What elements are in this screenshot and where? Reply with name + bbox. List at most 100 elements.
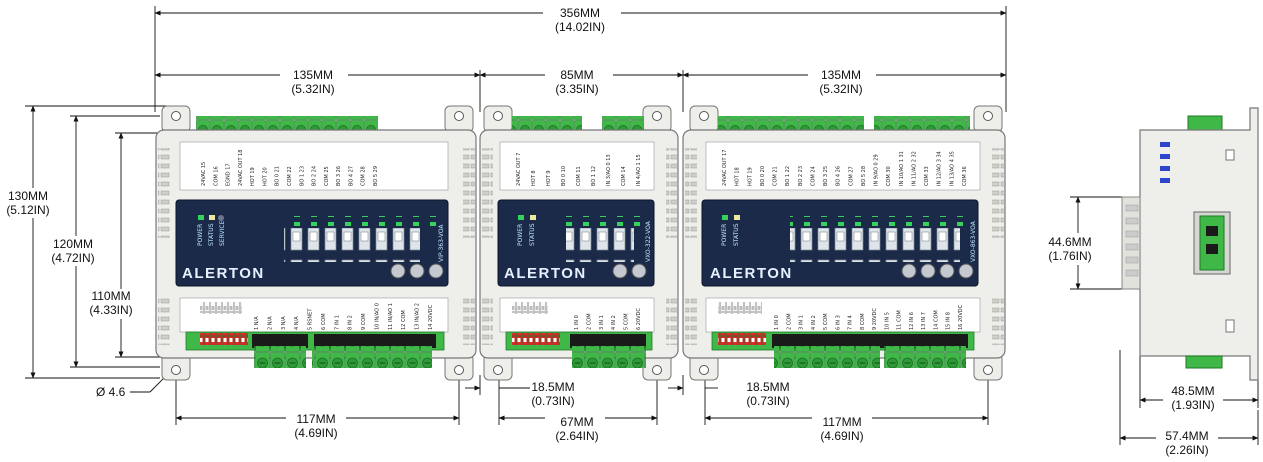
terminal-label: 2 COM <box>586 313 592 330</box>
terminal-label: HOT 18 <box>735 167 741 186</box>
hoa-switches[interactable] <box>790 228 960 262</box>
hole-diameter: Ø 4.6 <box>96 385 126 399</box>
terminal-label: COM 11 <box>576 166 582 186</box>
dip-switches[interactable] <box>200 333 248 345</box>
terminal-label: COM 22 <box>287 166 293 186</box>
hoa-switches[interactable] <box>566 228 634 262</box>
indicator-label: STATUS <box>529 223 536 246</box>
terminal-label: 5 COM <box>823 313 829 330</box>
terminal-label: 8 IN 2 <box>348 315 354 330</box>
terminal-label: COM 14 <box>621 166 627 186</box>
knob[interactable] <box>958 263 974 279</box>
overall-width-mm: 356MM <box>560 6 600 20</box>
side-depth-a-in: (1.93IN) <box>1171 398 1214 412</box>
terminal-label: COM 21 <box>773 166 779 186</box>
terminal-label: COM 16 <box>213 166 219 186</box>
terminal-label: 6 COM <box>321 313 327 330</box>
terminal-label: 4 N/A <box>294 316 300 330</box>
height-120-mm: 120MM <box>53 237 93 251</box>
dip-switches[interactable] <box>718 333 766 345</box>
knob[interactable] <box>631 263 647 279</box>
terminal-label: 13 IN/AO 2 <box>415 303 421 330</box>
mid-module-width-mm: 85MM <box>560 68 593 82</box>
knob[interactable] <box>901 263 917 279</box>
power-led <box>518 215 524 220</box>
terminal-label: 1 IN 0 <box>574 315 580 330</box>
terminal-label: 24VAC OUT 18 <box>238 150 244 186</box>
dip-switches-white[interactable] <box>200 302 242 314</box>
terminal-label: BO 4 27 <box>348 166 354 186</box>
indicator-label: STATUS <box>208 223 215 246</box>
terminal-block-bottom <box>254 346 284 368</box>
mid-module-width-in: (3.35IN) <box>555 82 598 96</box>
terminal-label: 12 COM <box>401 310 407 330</box>
height-110-in: (4.33IN) <box>89 303 132 317</box>
height-130-mm: 130MM <box>8 189 48 203</box>
terminal-label: 24VAC OUT 7 <box>516 153 522 186</box>
power-led <box>198 215 204 220</box>
terminal-label: 15 IN 8 <box>946 312 952 330</box>
terminal-label: COM 28 <box>361 166 367 186</box>
terminal-label: 13 IN 7 <box>921 312 927 330</box>
hoa-switches[interactable] <box>284 228 420 262</box>
status-led <box>209 215 215 220</box>
knob[interactable] <box>939 263 955 279</box>
terminal-label: 9 COM <box>361 313 367 330</box>
side-view <box>1121 107 1259 381</box>
knob[interactable] <box>428 263 444 279</box>
terminal-label: 9 20VDC <box>872 308 878 330</box>
terminal-label: HOT 9 <box>546 170 552 186</box>
dip-switches[interactable] <box>512 333 560 345</box>
right-module-width-mm: 135MM <box>821 68 861 82</box>
terminal-label: HOT 20 <box>262 167 268 186</box>
dip-switches-white[interactable] <box>512 302 548 314</box>
terminal-label: 12 IN 6 <box>909 312 915 330</box>
knob[interactable] <box>612 263 628 279</box>
power-led <box>722 215 728 220</box>
terminal-label: 5 COM <box>624 313 630 330</box>
dip-switches-white[interactable] <box>718 302 762 314</box>
side-rail-in: (1.76IN) <box>1048 249 1091 263</box>
model-label: VXO-322-VOA <box>645 220 652 262</box>
top-label-area <box>179 141 449 191</box>
service-button[interactable] <box>218 215 224 221</box>
terminal-label: COM 36 <box>962 166 968 186</box>
terminal-label: COM 24 <box>810 166 816 186</box>
terminal-label: IN 13/AO 4 35 <box>949 151 955 186</box>
right-module-width-in: (5.32IN) <box>819 82 862 96</box>
terminal-label: BO 5 29 <box>373 166 379 186</box>
mid-mount-mm: 67MM <box>560 415 593 429</box>
terminal-label: IN 10/AO 1 31 <box>899 151 905 186</box>
side-terminal-top <box>1187 115 1223 131</box>
left-mount-mm: 117MM <box>296 412 335 426</box>
terminal-label: COM 30 <box>886 166 892 186</box>
terminal-label: 5 RSNET <box>308 308 314 330</box>
mount-hole-icon <box>171 365 181 375</box>
terminal-label: HOT 19 <box>747 167 753 186</box>
terminal-block-bottom <box>312 346 432 368</box>
side-led <box>1160 166 1170 171</box>
knob[interactable] <box>920 263 936 279</box>
terminal-label: 1 IN 0 <box>774 315 780 330</box>
knob[interactable] <box>390 263 406 279</box>
terminal-label: 6 IN 3 <box>835 315 841 330</box>
knob[interactable] <box>409 263 425 279</box>
terminal-label: 7 IN 4 <box>848 315 854 330</box>
dimension-labels: 356MM (14.02IN) 135MM (5.32IN) 85MM (3.3… <box>2 4 1223 458</box>
terminal-label: 3 N/A <box>281 316 287 330</box>
terminal-label: IN 3/AO 0 13 <box>606 154 612 186</box>
terminal-label: BO 0 20 <box>760 166 766 186</box>
terminal-label: HOT 19 <box>250 167 256 186</box>
height-110-mm: 110MM <box>91 289 130 303</box>
left-module-width-mm: 135MM <box>293 68 333 82</box>
terminal-label: BO 3 26 <box>336 166 342 186</box>
terminal-label: 7 IN 1 <box>334 315 340 330</box>
terminal-label: 16 20VDC <box>958 304 964 330</box>
